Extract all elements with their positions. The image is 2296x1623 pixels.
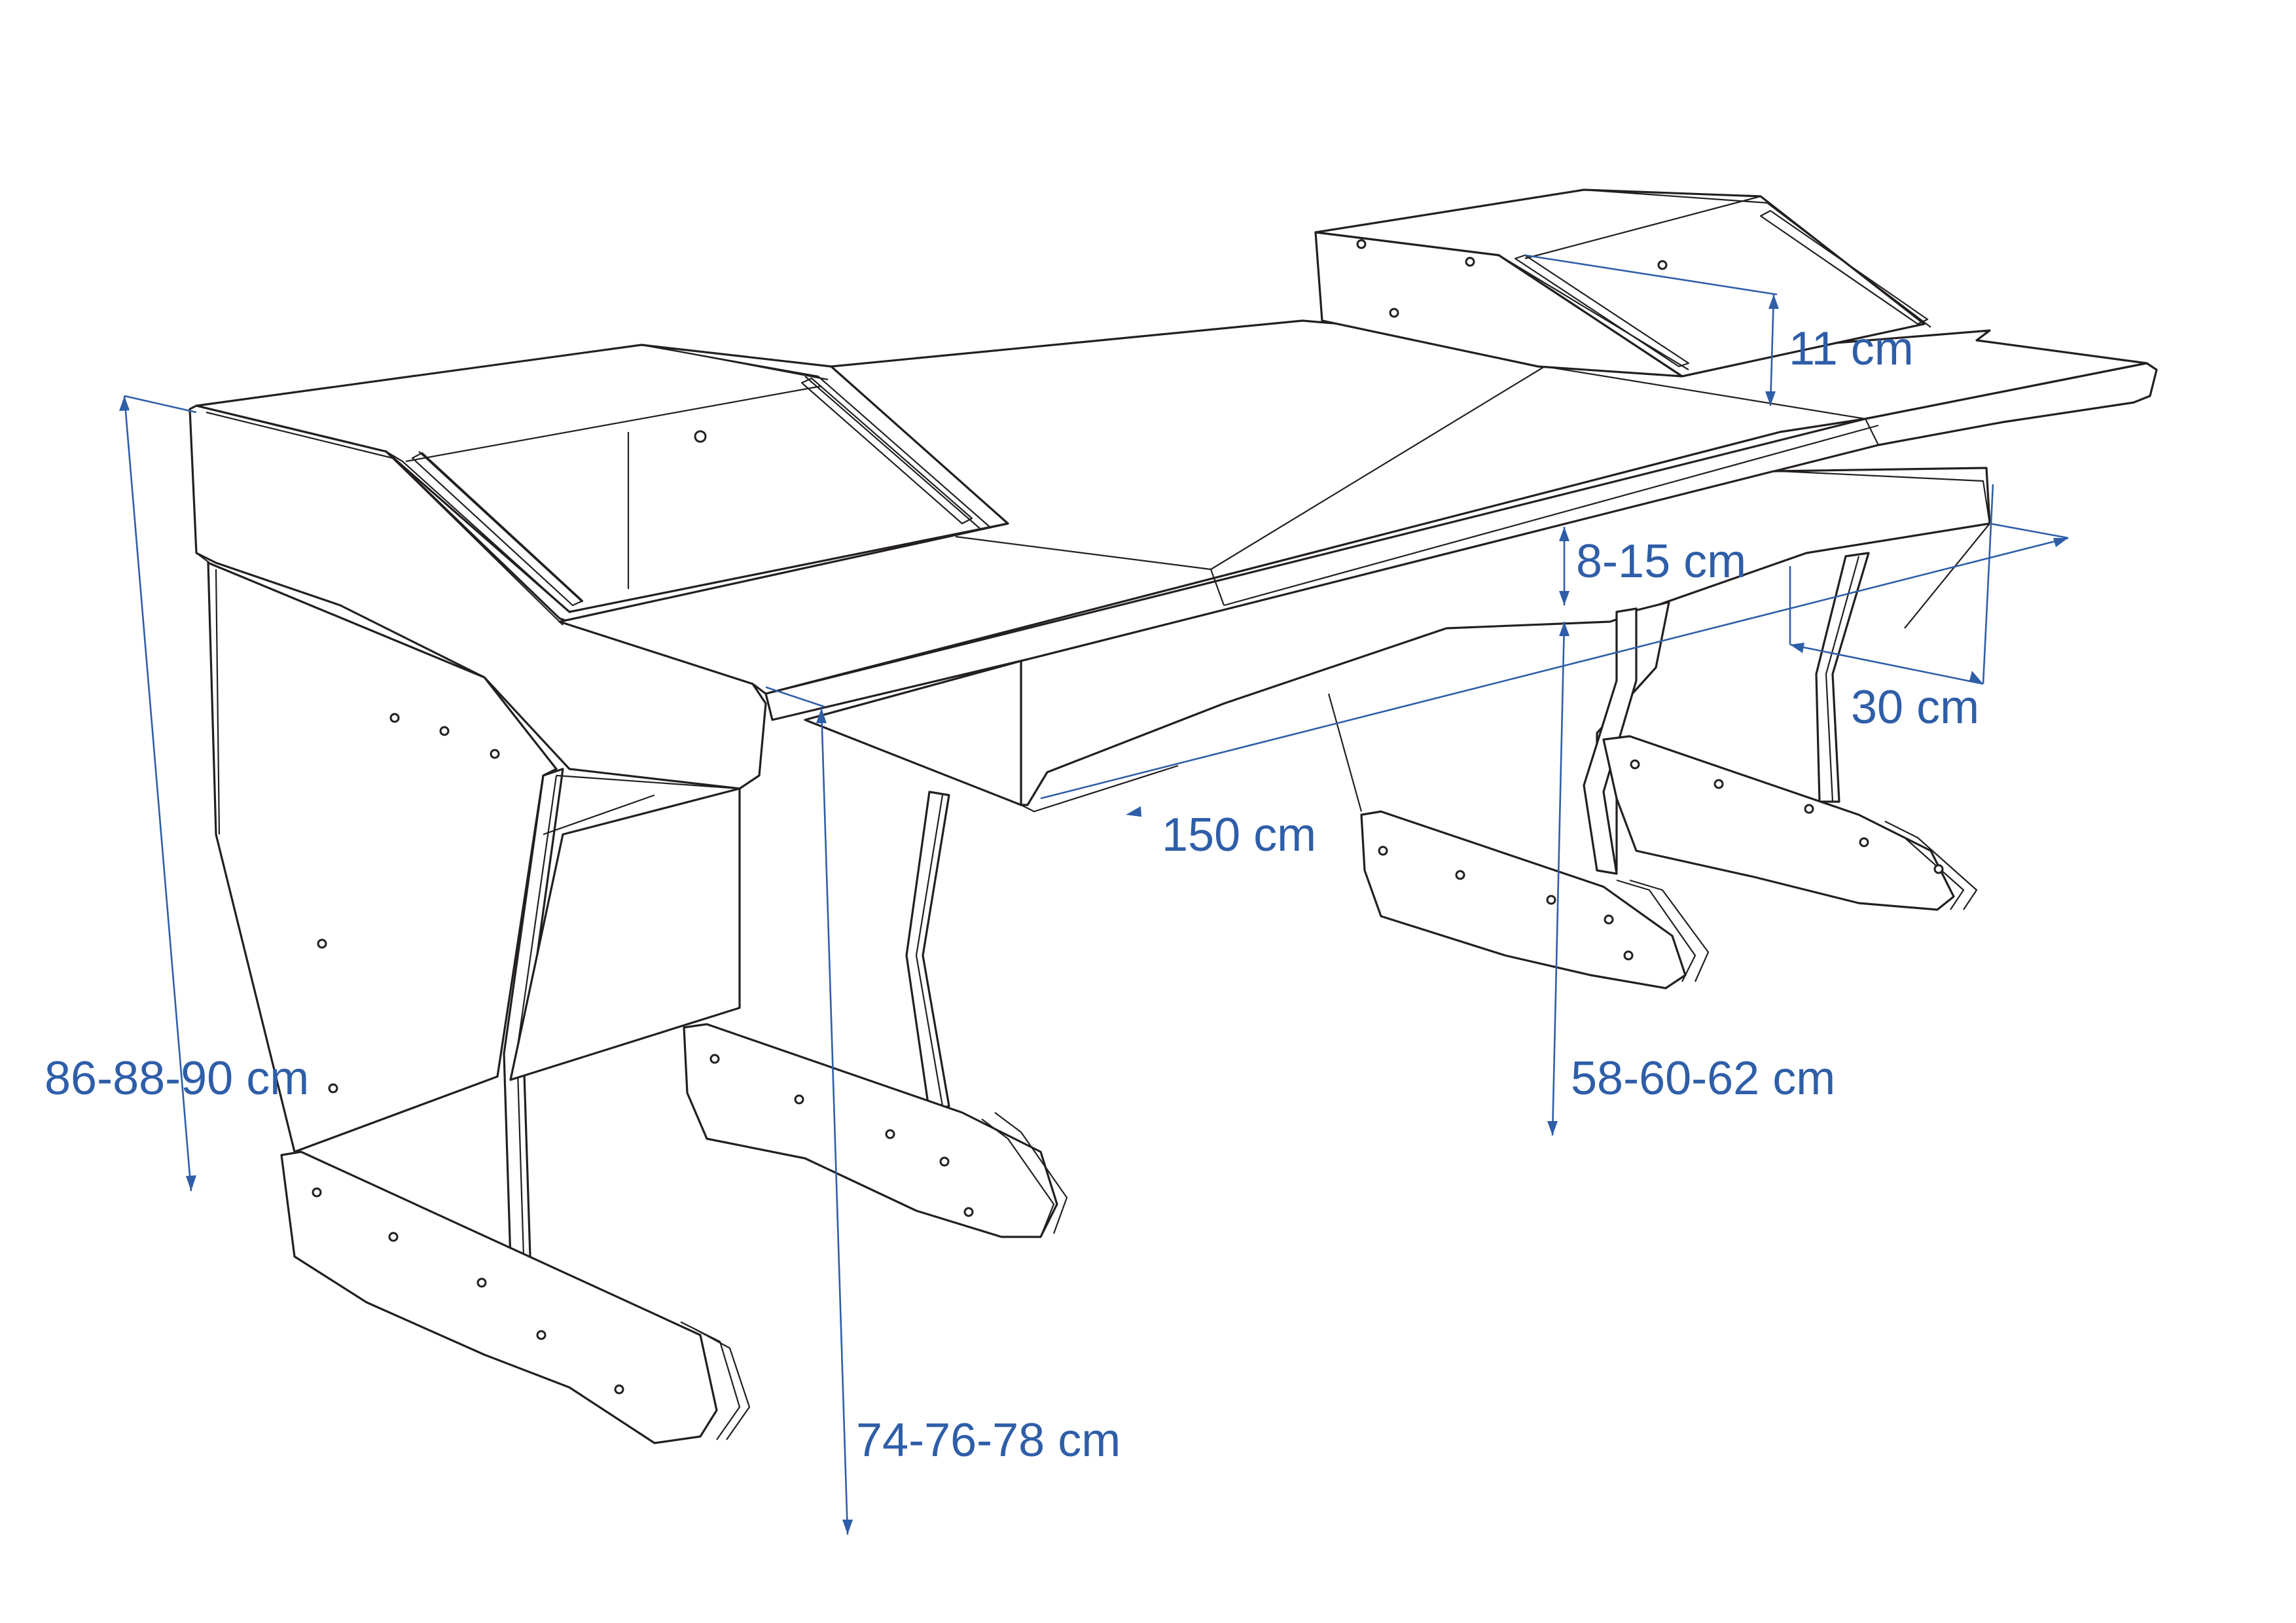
dimension-overall-height <box>119 395 197 1192</box>
left-front-leg <box>503 768 741 1261</box>
dimension-tray-depth <box>1789 484 1994 685</box>
label-tray-drop: 8-15 cm <box>1576 535 1747 588</box>
dimension-desk-height <box>765 686 853 1535</box>
dimension-riser-height <box>1524 254 1779 406</box>
bolt-holes <box>312 239 1944 1395</box>
rack-rail-left <box>411 377 973 607</box>
dimension-tray-drop <box>1559 527 1570 605</box>
label-tray-width: 150 cm <box>1162 809 1317 861</box>
dimension-lines <box>119 254 2069 1535</box>
label-riser-height: 11 cm <box>1789 323 1914 375</box>
left-foot <box>280 1150 751 1444</box>
label-tray-depth: 30 cm <box>1851 681 1980 734</box>
center-left-leg <box>683 660 1068 1238</box>
left-side-panel <box>188 404 767 1153</box>
desktop-surface <box>558 319 2158 721</box>
dimension-keyboard-tray-height <box>1547 621 1570 1136</box>
label-overall-height: 86-88-90 cm <box>45 1052 310 1105</box>
right-leg <box>1602 523 1990 911</box>
label-keyboard-tray-height: 58-60-62 cm <box>1571 1052 1836 1105</box>
keyboard-tray <box>1020 467 1991 813</box>
rack-rail-right <box>1514 209 1929 368</box>
label-desk-height: 74-76-78 cm <box>856 1414 1121 1467</box>
dimension-tray-width <box>1040 522 2069 817</box>
